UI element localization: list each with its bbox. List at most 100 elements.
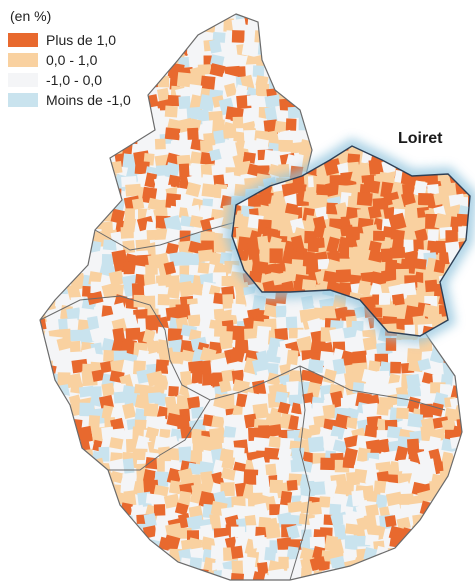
commune-cell <box>257 235 269 250</box>
commune-cell <box>378 14 393 20</box>
commune-cell <box>451 349 462 363</box>
commune-cell <box>329 66 346 81</box>
commune-cell <box>276 66 291 83</box>
commune-cell <box>268 45 281 60</box>
commune-cell <box>366 121 381 132</box>
commune-cell <box>313 307 325 320</box>
commune-cell <box>220 568 233 580</box>
commune-cell <box>308 423 322 436</box>
commune-cell <box>67 460 84 476</box>
commune-cell <box>340 65 357 80</box>
commune-cell <box>211 164 225 176</box>
commune-cell <box>407 383 422 397</box>
commune-cell <box>254 138 269 153</box>
commune-cell <box>365 572 378 580</box>
commune-cell <box>340 127 358 142</box>
commune-cell <box>341 480 355 497</box>
commune-cell <box>466 505 475 522</box>
commune-cell <box>142 329 156 344</box>
commune-cell <box>286 349 299 367</box>
commune-cell <box>56 503 69 519</box>
commune-cell <box>246 525 259 538</box>
commune-cell <box>367 558 380 573</box>
commune-cell <box>332 358 346 375</box>
commune-cell <box>143 39 157 52</box>
commune-cell <box>267 60 286 78</box>
commune-cell <box>290 182 307 196</box>
commune-cell <box>76 119 93 133</box>
commune-cell <box>354 120 371 136</box>
commune-cell <box>71 205 86 222</box>
department-border <box>289 365 311 581</box>
commune-cell <box>378 31 391 47</box>
commune-cell <box>307 501 322 516</box>
commune-cell <box>40 204 49 218</box>
commune-cell <box>377 571 391 580</box>
commune-cell <box>40 523 53 539</box>
commune-cell <box>375 494 388 509</box>
commune-cell <box>387 42 403 60</box>
commune-cell <box>451 425 462 441</box>
commune-cell <box>40 546 47 563</box>
commune-cell <box>58 472 71 486</box>
commune-cell <box>465 129 475 140</box>
commune-cell <box>450 293 462 310</box>
commune-cell <box>296 335 314 353</box>
commune-cell <box>46 175 60 193</box>
commune-cell <box>448 146 463 150</box>
commune-cell <box>77 484 92 499</box>
commune-cell <box>400 191 417 207</box>
commune-cell <box>463 166 475 180</box>
commune-cell <box>445 336 457 347</box>
commune-cell <box>456 537 462 552</box>
commune-cell <box>199 360 212 375</box>
commune-cell <box>199 205 215 219</box>
commune-cell <box>284 14 299 28</box>
commune-cell <box>362 336 378 351</box>
commune-cell <box>365 467 379 485</box>
commune-cell <box>456 330 469 336</box>
commune-cell <box>378 292 391 306</box>
commune-cell <box>47 514 63 529</box>
commune-cell <box>57 176 70 190</box>
department-border <box>299 365 446 411</box>
commune-cell <box>461 286 462 299</box>
commune-cell <box>373 480 389 494</box>
commune-cell <box>422 75 439 91</box>
commune-cell <box>320 73 336 90</box>
commune-cell <box>467 76 475 90</box>
commune-cell <box>407 61 419 75</box>
commune-cell <box>222 127 237 139</box>
commune-cell <box>264 546 277 562</box>
commune-cell <box>180 370 193 387</box>
loiret-outline <box>231 145 471 337</box>
commune-cell <box>461 16 462 34</box>
commune-cell <box>166 569 181 580</box>
commune-cell <box>45 437 62 452</box>
commune-cell <box>411 14 429 22</box>
commune-cell <box>455 547 462 562</box>
commune-cell <box>407 22 424 36</box>
commune-cell <box>186 14 199 21</box>
commune-cell <box>211 415 225 429</box>
commune-cell <box>405 201 421 217</box>
commune-cell <box>285 154 302 169</box>
commune-cell <box>361 368 379 385</box>
commune-cell <box>168 480 182 495</box>
commune-cell <box>44 385 58 398</box>
commune-cell <box>421 154 437 167</box>
commune-cell <box>459 196 470 208</box>
commune-cell <box>300 480 315 497</box>
commune-cell <box>186 106 202 121</box>
commune-cell <box>145 457 160 470</box>
commune-cell <box>335 202 349 219</box>
commune-cell <box>331 127 344 140</box>
commune-cell <box>286 381 300 393</box>
commune-cell <box>400 560 417 576</box>
commune-cell <box>451 473 462 490</box>
commune-cell <box>451 274 462 287</box>
commune-cell <box>40 187 52 200</box>
commune-cell <box>462 12 475 23</box>
commune-cell <box>324 14 337 25</box>
commune-cell <box>297 459 313 473</box>
